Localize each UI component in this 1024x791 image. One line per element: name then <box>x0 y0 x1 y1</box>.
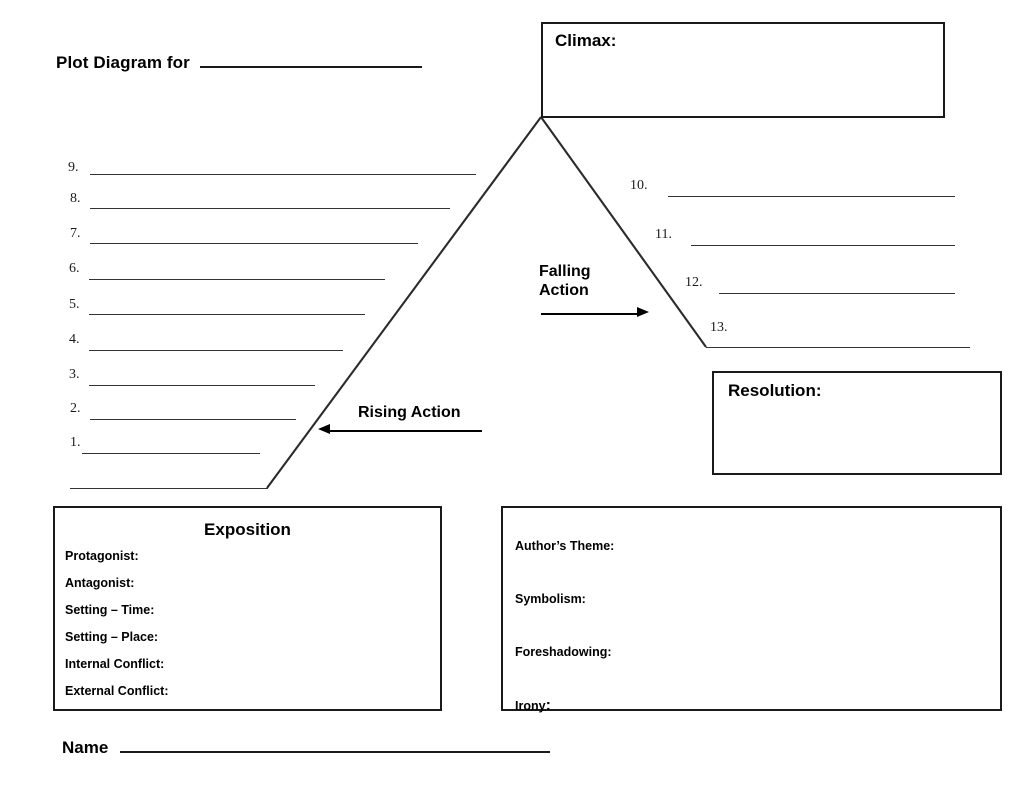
climax-box[interactable]: Climax: <box>541 22 945 118</box>
theme-field-authors-theme[interactable]: Author’s Theme: <box>515 539 615 553</box>
name-row: Name <box>62 738 551 758</box>
falling-item-number-13: 13. <box>710 320 728 335</box>
falling-item-number-10: 10. <box>630 178 648 193</box>
page-title: Plot Diagram for <box>56 52 422 73</box>
theme-field-list: Author’s Theme: Symbolism: Foreshadowing… <box>515 520 614 733</box>
rising-action-label: Rising Action <box>358 404 461 421</box>
rising-item-number-9: 9. <box>68 160 79 175</box>
theme-field-irony-label: Irony <box>515 699 546 713</box>
rising-item-number-6: 6. <box>69 261 80 276</box>
name-label: Name <box>62 738 109 757</box>
rising-item-number-2: 2. <box>70 401 81 416</box>
rising-item-number-5: 5. <box>69 297 80 312</box>
resolution-label: Resolution: <box>728 381 822 400</box>
falling-item-line-11[interactable] <box>691 245 955 246</box>
exposition-field-list: Protagonist: Antagonist: Setting – Time:… <box>65 543 169 705</box>
exposition-field-protagonist[interactable]: Protagonist: <box>65 549 139 563</box>
falling-action-label: Falling Action <box>539 262 591 300</box>
rising-action-diagonal <box>266 116 542 489</box>
exposition-field-setting-time[interactable]: Setting – Time: <box>65 603 155 617</box>
theme-field-irony[interactable]: Irony: <box>515 679 614 733</box>
exposition-box[interactable]: Exposition Protagonist: Antagonist: Sett… <box>53 506 442 711</box>
story-title-blank[interactable] <box>199 52 422 68</box>
rising-action-arrow-head-icon <box>318 424 330 434</box>
rising-item-number-7: 7. <box>70 226 81 241</box>
name-blank-field[interactable] <box>120 739 551 753</box>
falling-action-arrow-head-icon <box>637 307 649 317</box>
falling-action-label-line2: Action <box>539 282 589 299</box>
rising-item-line-3[interactable] <box>89 385 315 386</box>
rising-item-line-1[interactable] <box>82 453 260 454</box>
resolution-box[interactable]: Resolution: <box>712 371 1002 475</box>
rising-item-line-5[interactable] <box>89 314 365 315</box>
exposition-title: Exposition <box>204 520 291 539</box>
rising-item-number-1: 1. <box>70 435 81 450</box>
rising-item-number-3: 3. <box>69 367 80 382</box>
rising-item-number-8: 8. <box>70 191 81 206</box>
rising-item-line-6[interactable] <box>89 279 385 280</box>
rising-item-number-4: 4. <box>69 332 80 347</box>
falling-item-number-12: 12. <box>685 275 703 290</box>
falling-action-baseline[interactable] <box>706 347 970 348</box>
falling-item-number-11: 11. <box>655 227 672 242</box>
rising-item-line-2[interactable] <box>90 419 296 420</box>
falling-item-line-12[interactable] <box>719 293 955 294</box>
rising-action-baseline <box>70 488 268 489</box>
rising-item-line-7[interactable] <box>90 243 418 244</box>
theme-field-symbolism[interactable]: Symbolism: <box>515 592 586 606</box>
theme-box[interactable]: Author’s Theme: Symbolism: Foreshadowing… <box>501 506 1002 714</box>
falling-action-arrow-line <box>541 313 637 315</box>
theme-field-irony-colon: : <box>545 697 551 714</box>
page-title-label: Plot Diagram for <box>56 53 190 72</box>
exposition-field-external-conflict[interactable]: External Conflict: <box>65 684 169 698</box>
climax-label: Climax: <box>555 31 617 50</box>
theme-field-foreshadowing[interactable]: Foreshadowing: <box>515 645 612 659</box>
exposition-field-antagonist[interactable]: Antagonist: <box>65 576 135 590</box>
falling-action-label-line1: Falling <box>539 263 591 280</box>
exposition-field-internal-conflict[interactable]: Internal Conflict: <box>65 657 165 671</box>
rising-action-arrow-line <box>330 430 482 432</box>
falling-item-line-10[interactable] <box>668 196 955 197</box>
rising-item-line-9[interactable] <box>90 174 476 175</box>
exposition-field-setting-place[interactable]: Setting – Place: <box>65 630 159 644</box>
rising-item-line-4[interactable] <box>89 350 343 351</box>
rising-item-line-8[interactable] <box>90 208 450 209</box>
